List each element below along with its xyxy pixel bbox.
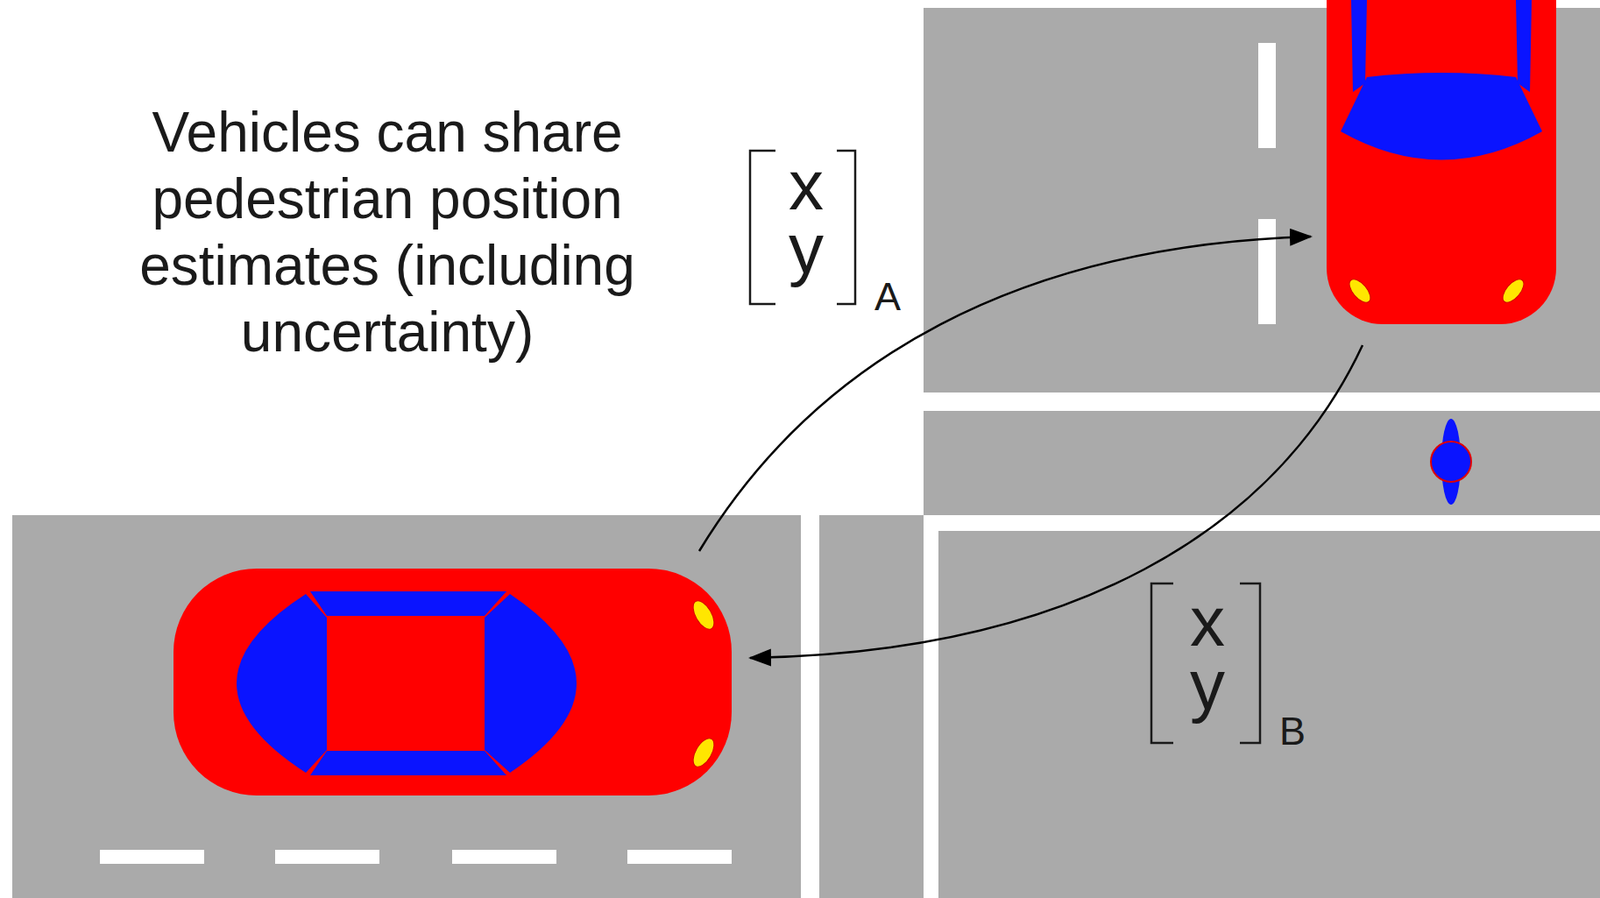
vector-component: x xyxy=(788,150,824,221)
car-rear-window xyxy=(236,594,327,773)
vector-bracket xyxy=(1151,583,1174,744)
pedestrian xyxy=(1430,418,1472,505)
car-side-window xyxy=(1515,0,1532,93)
car-body xyxy=(173,568,732,796)
headlight xyxy=(688,597,719,633)
vector-component: x xyxy=(1189,587,1225,658)
lane-dash xyxy=(627,849,732,864)
vector-bracket xyxy=(750,150,776,305)
car-windshield xyxy=(484,594,577,773)
car-top-right xyxy=(1326,0,1557,325)
crossing-strip xyxy=(923,410,1600,516)
share-arrow xyxy=(750,345,1363,659)
lane-dashes xyxy=(99,42,1276,864)
car-side-window xyxy=(310,591,507,616)
share-arrows xyxy=(699,236,1363,659)
road-surface xyxy=(938,530,1600,898)
lane-dash xyxy=(99,849,205,864)
vector-subscript: A xyxy=(874,276,901,317)
car-side-window xyxy=(310,750,507,776)
vector-bracket xyxy=(836,150,856,305)
headlight xyxy=(1345,276,1375,307)
headlight xyxy=(1499,276,1529,307)
headlight xyxy=(688,735,719,771)
car-bottom-left xyxy=(173,568,732,796)
vector-component: y xyxy=(788,213,824,284)
car-side-window xyxy=(1351,0,1367,93)
note-text: Vehicles can share pedestrian position e… xyxy=(98,99,677,366)
road xyxy=(12,7,1600,898)
road-surface xyxy=(12,515,801,898)
brackets xyxy=(750,150,1261,744)
car-windshield xyxy=(1340,72,1543,161)
lane-dash xyxy=(1258,42,1276,149)
vector-subscript: B xyxy=(1279,711,1306,751)
vector-component: y xyxy=(1189,650,1225,721)
road-surface xyxy=(819,515,924,898)
vector-bracket xyxy=(1239,583,1261,744)
lane-dash xyxy=(275,849,380,864)
car-body xyxy=(1326,0,1557,325)
lane-dash xyxy=(452,849,557,864)
pedestrian-marker xyxy=(1430,441,1472,482)
lane-dash xyxy=(1258,219,1276,325)
